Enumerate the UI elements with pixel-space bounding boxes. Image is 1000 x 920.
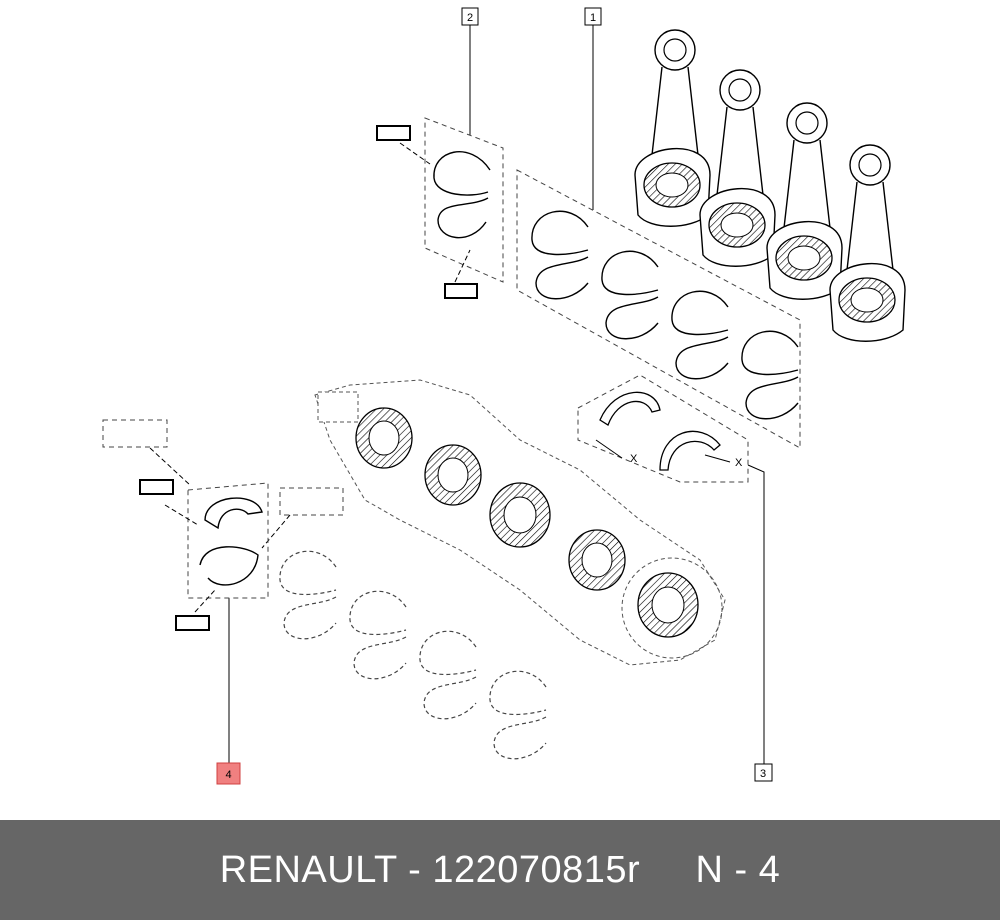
footer-bar: RENAULT - 122070815r N - 4 bbox=[0, 820, 1000, 920]
callout-2-label: 2 bbox=[467, 12, 473, 24]
connecting-rod bbox=[766, 102, 843, 300]
bearing-group-4 bbox=[102, 419, 344, 631]
tag-icon bbox=[175, 615, 210, 631]
connecting-rod bbox=[634, 29, 711, 227]
callout-1-label: 1 bbox=[590, 12, 596, 24]
bearing-group-2 bbox=[376, 117, 504, 299]
connecting-rod bbox=[699, 69, 776, 267]
part-number-caption: RENAULT - 122070815r N - 4 bbox=[219, 848, 781, 891]
bearing-shell bbox=[741, 330, 799, 420]
bearing-group-1 bbox=[516, 169, 801, 449]
bearing-shell bbox=[601, 250, 659, 340]
thrust-mark-x: X bbox=[735, 457, 743, 469]
bearing-shell-outline bbox=[279, 550, 337, 640]
callout-2[interactable]: 2 bbox=[461, 7, 479, 135]
connecting-rod bbox=[829, 144, 906, 342]
exploded-view-drawing: 2 1 3 4 bbox=[102, 7, 906, 785]
bearing-shell-outline bbox=[489, 670, 547, 760]
connecting-rods bbox=[634, 29, 906, 342]
thrust-mark-x: X bbox=[630, 453, 638, 465]
lower-bearing-shells bbox=[279, 550, 547, 760]
bearing-shell bbox=[531, 210, 589, 300]
callout-4[interactable]: 4 bbox=[216, 598, 241, 785]
bearing-shell bbox=[671, 290, 729, 380]
tag-icon bbox=[139, 479, 174, 495]
crankshaft bbox=[314, 379, 726, 666]
callout-4-label: 4 bbox=[225, 769, 231, 781]
bearing-shell-outline bbox=[419, 630, 477, 720]
thrust-washer-group-3: X X bbox=[577, 374, 749, 483]
tag-icon bbox=[444, 283, 478, 299]
parts-diagram: 2 1 3 4 bbox=[102, 7, 906, 785]
callout-3[interactable]: 3 bbox=[747, 464, 773, 782]
callout-1[interactable]: 1 bbox=[584, 7, 602, 210]
tag-icon bbox=[376, 125, 411, 141]
callout-3-label: 3 bbox=[760, 768, 766, 780]
bearing-shell-outline bbox=[349, 590, 407, 680]
